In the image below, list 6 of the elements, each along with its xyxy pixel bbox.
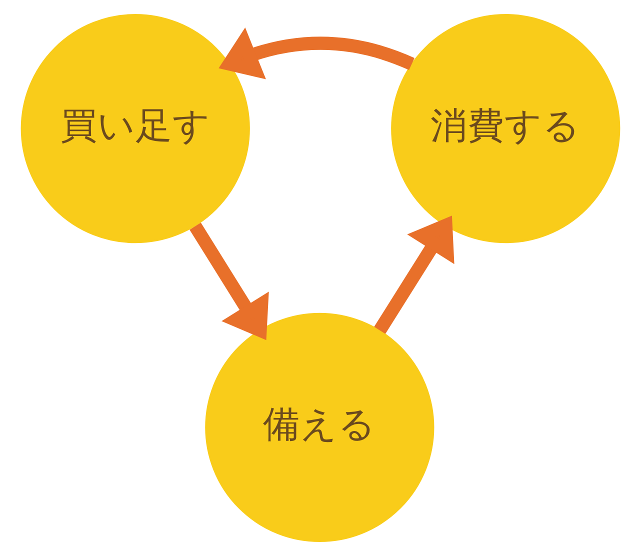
arrow (374, 216, 454, 334)
node-circle: 備える (204, 312, 434, 542)
node-circle: 消費する (390, 14, 620, 244)
arrow (218, 28, 414, 80)
arrow (189, 222, 268, 340)
node-circle: 買い足す (20, 14, 250, 244)
